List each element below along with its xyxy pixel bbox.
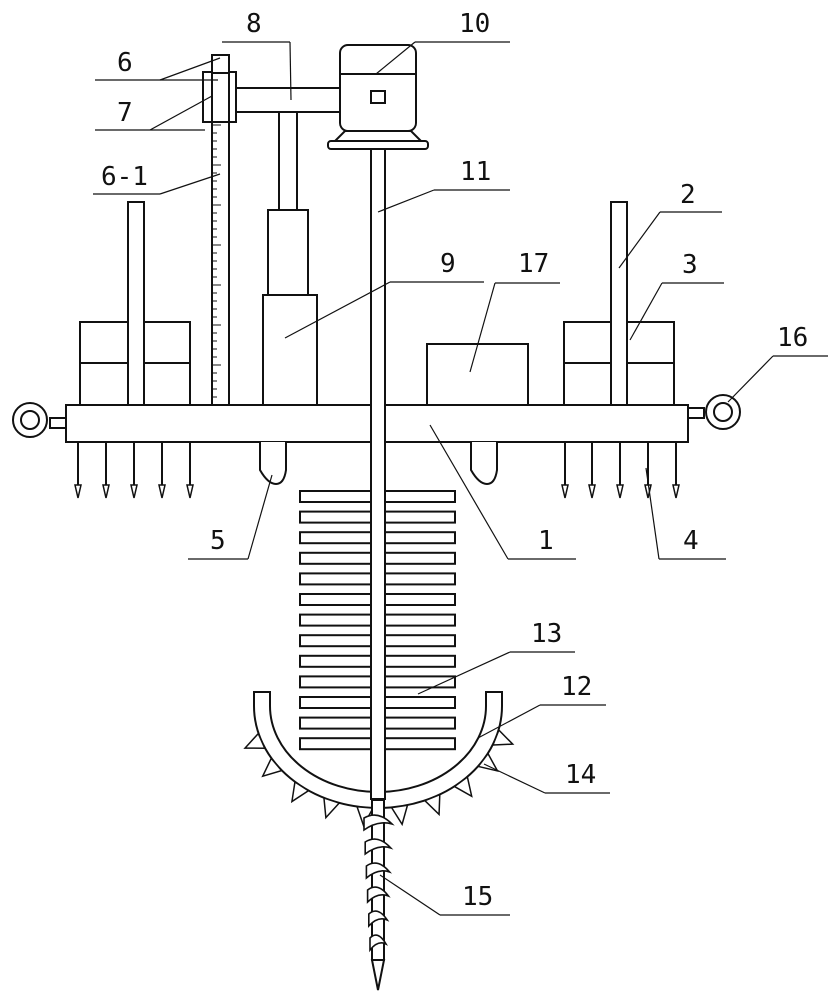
spike bbox=[588, 442, 596, 499]
auger-flight bbox=[364, 838, 394, 856]
drill-bowl bbox=[243, 691, 515, 828]
right-counterweight bbox=[563, 201, 675, 406]
spike bbox=[102, 442, 110, 499]
control-box bbox=[426, 343, 529, 406]
auger-flight bbox=[368, 910, 390, 929]
scale-ruler bbox=[202, 54, 237, 406]
tooth bbox=[477, 752, 499, 773]
spike bbox=[672, 442, 680, 499]
label-6: 6 bbox=[117, 48, 133, 78]
cutting-teeth bbox=[243, 728, 515, 828]
label-8: 8 bbox=[246, 9, 262, 39]
tooth bbox=[323, 796, 341, 820]
tooth bbox=[243, 732, 266, 749]
spike bbox=[561, 442, 569, 499]
label-9: 9 bbox=[440, 249, 456, 279]
hydraulic-cylinder bbox=[262, 111, 318, 406]
motor bbox=[327, 44, 429, 150]
label-5: 5 bbox=[210, 526, 226, 556]
spike bbox=[74, 442, 82, 499]
label-1: 1 bbox=[538, 526, 554, 556]
spike bbox=[158, 442, 166, 499]
label-6-1: 6-1 bbox=[101, 162, 148, 192]
label-15: 15 bbox=[462, 882, 493, 912]
tooth bbox=[423, 793, 441, 817]
auger-flight bbox=[366, 886, 391, 904]
label-10: 10 bbox=[459, 9, 490, 39]
support-feet bbox=[259, 442, 498, 486]
auger-flight bbox=[369, 934, 389, 953]
label-11: 11 bbox=[460, 157, 491, 187]
left-counterweight bbox=[79, 201, 191, 406]
lifting-rings bbox=[12, 394, 741, 438]
drive-shaft bbox=[370, 148, 386, 800]
label-17: 17 bbox=[518, 249, 549, 279]
label-4: 4 bbox=[683, 526, 699, 556]
tooth bbox=[390, 804, 409, 827]
label-14: 14 bbox=[565, 760, 596, 790]
part-labels: 6 7 6-1 8 10 11 2 3 9 17 16 1 4 5 13 12 … bbox=[101, 9, 808, 912]
label-3: 3 bbox=[682, 250, 698, 280]
auger-flight bbox=[363, 814, 395, 832]
ground-spikes bbox=[74, 442, 680, 499]
cross-arm bbox=[235, 87, 343, 113]
spike bbox=[130, 442, 138, 499]
tooth bbox=[453, 775, 473, 798]
spike bbox=[186, 442, 194, 499]
label-7: 7 bbox=[117, 98, 133, 128]
label-12: 12 bbox=[561, 672, 592, 702]
tooth bbox=[491, 728, 515, 746]
label-2: 2 bbox=[680, 180, 696, 210]
tooth bbox=[261, 757, 283, 778]
auger-bit bbox=[363, 799, 395, 991]
spike bbox=[616, 442, 624, 499]
tooth bbox=[290, 780, 310, 804]
auger-flight bbox=[365, 862, 393, 880]
leader-lines bbox=[93, 41, 828, 916]
label-13: 13 bbox=[531, 619, 562, 649]
label-16: 16 bbox=[777, 323, 808, 353]
